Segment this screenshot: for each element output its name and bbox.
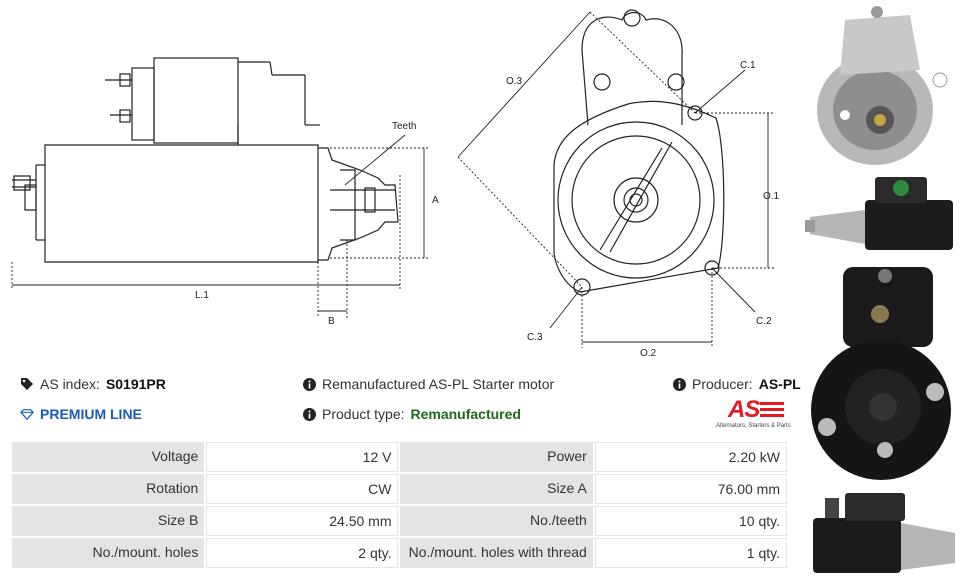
table-row: Rotation CW Size A 76.00 mm (12, 474, 787, 504)
brand-tagline: Alternators, Starters & Parts (716, 423, 791, 429)
diamond-icon (20, 407, 34, 421)
producer-label: Producer: (692, 376, 753, 392)
photo-rear-view[interactable] (805, 262, 961, 487)
photo-side-view-2[interactable] (805, 488, 961, 580)
info-icon (302, 377, 316, 391)
spec-label: Power (400, 442, 593, 472)
spec-value: 10 qty. (594, 506, 787, 536)
spec-label: Voltage (12, 442, 205, 472)
spec-value: CW (206, 474, 399, 504)
as-index-label: AS index: (40, 376, 100, 392)
teeth-label: Teeth (392, 121, 416, 132)
o1-label: O.1 (763, 191, 780, 202)
spec-value: 1 qty. (594, 538, 787, 568)
photo-front-flange[interactable] (805, 0, 961, 172)
c2-label: C.2 (756, 316, 772, 327)
o3-label: O.3 (506, 76, 523, 87)
table-row: Size B 24.50 mm No./teeth 10 qty. (12, 506, 787, 536)
spec-value: 2.20 kW (594, 442, 787, 472)
spec-label: Rotation (12, 474, 205, 504)
table-row: No./mount. holes 2 qty. No./mount. holes… (12, 538, 787, 568)
spec-value: 76.00 mm (594, 474, 787, 504)
spec-label: No./mount. holes (12, 538, 205, 568)
photo-side-view[interactable] (805, 172, 961, 257)
o2-label: O.2 (640, 348, 657, 359)
product-type-label: Product type: (322, 406, 405, 422)
spec-label: Size B (12, 506, 205, 536)
description-row: Remanufactured AS-PL Starter motor (302, 376, 554, 392)
product-type-value: Remanufactured (410, 406, 521, 422)
info-icon (672, 377, 686, 391)
premium-line-label: PREMIUM LINE (40, 406, 142, 422)
size-b-label: B (328, 316, 335, 327)
as-index-value: S0191PR (105, 376, 166, 392)
size-a-label: A (432, 195, 439, 206)
length-l1-label: L.1 (195, 290, 209, 301)
tag-icon (20, 377, 34, 391)
premium-line-badge[interactable]: PREMIUM LINE (20, 406, 142, 422)
front-view-drawing: O.3 C.1 O.1 C.2 C.3 O.2 (457, 9, 780, 359)
spec-value: 12 V (206, 442, 399, 472)
table-row: Voltage 12 V Power 2.20 kW (12, 442, 787, 472)
spec-value: 24.50 mm (206, 506, 399, 536)
spec-value: 2 qty. (206, 538, 399, 568)
product-description: Remanufactured AS-PL Starter motor (322, 376, 555, 392)
product-type-row: Product type: Remanufactured (302, 406, 521, 422)
spec-label: Size A (400, 474, 593, 504)
as-index-row: AS index: S0191PR (20, 376, 166, 392)
brand-logo[interactable]: AS Alternators, Starters & Parts (716, 398, 792, 432)
producer-value: AS-PL (758, 376, 801, 392)
brand-logo-mark: AS (728, 396, 760, 423)
specs-table: Voltage 12 V Power 2.20 kW Rotation CW S… (10, 440, 789, 570)
c1-label: C.1 (740, 60, 756, 71)
spec-label: No./mount. holes with thread (400, 538, 593, 568)
info-icon (302, 407, 316, 421)
spec-label: No./teeth (400, 506, 593, 536)
c3-label: C.3 (527, 332, 543, 343)
producer-row: Producer: AS-PL (672, 376, 801, 392)
side-view-drawing: Teeth A L.1 B (11, 57, 439, 327)
